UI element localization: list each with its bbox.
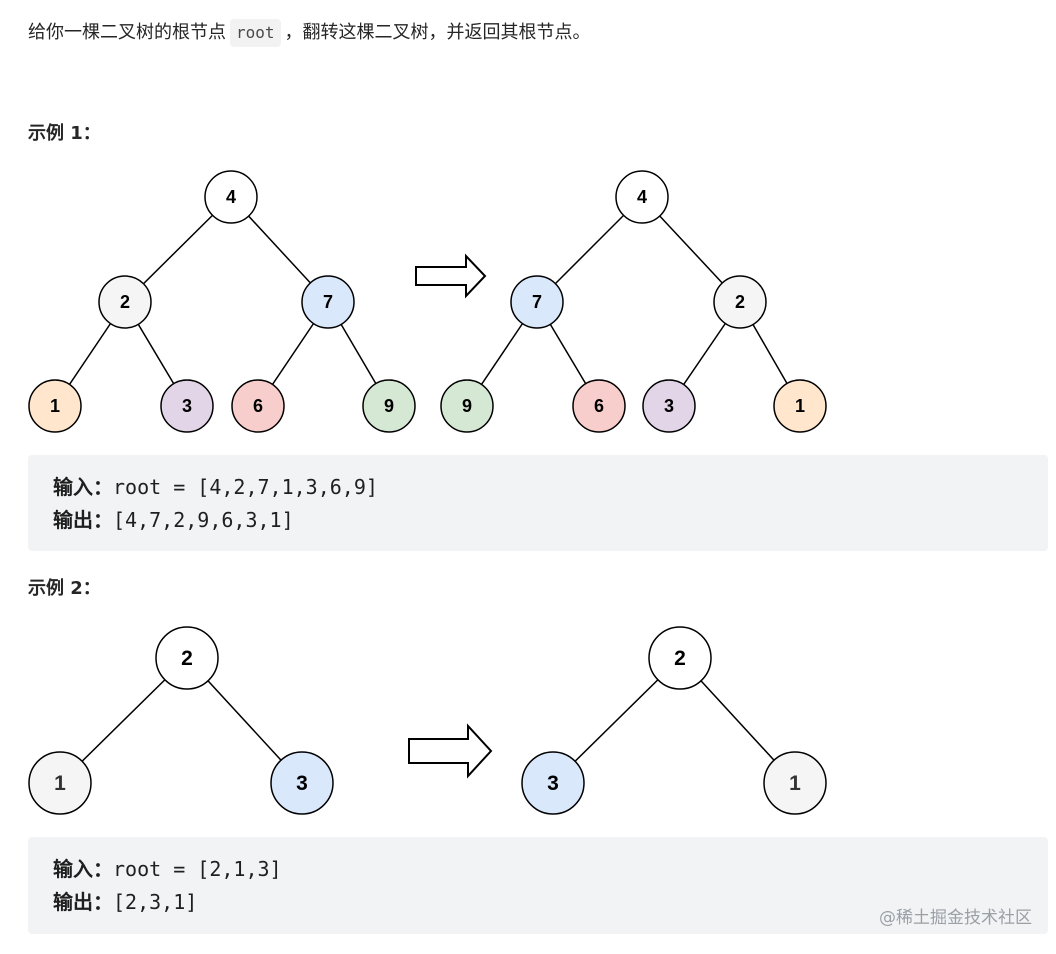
tree-node <box>155 626 219 690</box>
root-code-inline: root <box>230 19 281 47</box>
tree-node <box>521 751 585 815</box>
example-1-diagram: 4 2 7 1 3 6 9 4 7 2 9 6 3 1 <box>28 170 827 433</box>
output-label: 输出： <box>53 508 113 532</box>
tree-node <box>28 379 82 433</box>
tree-node <box>615 170 669 224</box>
node-label: 9 <box>462 396 472 416</box>
example-2-io-block: 输入：root = [2,1,3] 输出：[2,3,1] <box>28 837 1048 934</box>
tree-node <box>648 626 712 690</box>
tree-node <box>362 379 416 433</box>
node-label: 6 <box>594 396 604 416</box>
tree-after-labels: 4 7 2 9 6 3 1 <box>462 187 805 416</box>
tree-node <box>572 379 626 433</box>
input-line: 输入：root = [2,1,3] <box>53 853 1048 886</box>
node-label: 1 <box>789 772 801 795</box>
tree-before-labels: 2 1 3 <box>54 647 308 795</box>
tree-before-labels: 4 2 7 1 3 6 9 <box>50 187 394 416</box>
node-label: 3 <box>664 396 674 416</box>
arrow-right-icon <box>408 723 493 779</box>
node-label: 2 <box>735 292 745 312</box>
node-label: 3 <box>296 772 308 795</box>
node-label: 2 <box>120 292 130 312</box>
node-label: 2 <box>181 647 193 670</box>
tree-node <box>28 751 92 815</box>
arrow-right-icon <box>415 253 487 299</box>
node-label: 7 <box>532 292 542 312</box>
tree-node <box>642 379 696 433</box>
tree-after-nodes <box>440 170 827 433</box>
tree-node <box>231 379 285 433</box>
tree-node <box>713 275 767 329</box>
example-2-title: 示例 2： <box>28 578 101 599</box>
tree-node <box>440 379 494 433</box>
example-1-title: 示例 1： <box>28 123 101 144</box>
node-label: 4 <box>637 187 647 207</box>
tree-node <box>98 275 152 329</box>
input-value: root = [2,1,3] <box>113 857 282 881</box>
node-label: 1 <box>50 396 60 416</box>
tree-node <box>510 275 564 329</box>
node-label: 1 <box>54 772 66 795</box>
tree-node <box>270 751 334 815</box>
node-label: 2 <box>674 647 686 670</box>
output-value: [2,3,1] <box>113 890 198 914</box>
node-label: 3 <box>182 396 192 416</box>
example-1-io-block: 输入：root = [4,2,7,1,3,6,9] 输出：[4,7,2,9,6,… <box>28 455 1048 551</box>
node-label: 6 <box>253 396 263 416</box>
output-value: [4,7,2,9,6,3,1] <box>113 508 294 532</box>
tree-node <box>773 379 827 433</box>
intro-text-before: 给你一棵二叉树的根节点 <box>28 22 226 43</box>
input-line: 输入：root = [4,2,7,1,3,6,9] <box>53 471 1048 504</box>
tree-after-nodes <box>521 626 827 815</box>
tree-node <box>763 751 827 815</box>
output-line: 输出：[2,3,1] <box>53 886 1048 919</box>
example-2-diagram: 2 1 3 2 3 1 <box>28 626 827 815</box>
tree-node <box>301 275 355 329</box>
input-value: root = [4,2,7,1,3,6,9] <box>113 475 378 499</box>
input-label: 输入： <box>53 475 113 499</box>
input-label: 输入： <box>53 857 113 881</box>
tree-before-nodes <box>28 170 416 433</box>
tree-node <box>204 170 258 224</box>
intro-text-after: ，翻转这棵二叉树，并返回其根节点。 <box>284 22 591 43</box>
tree-before-nodes <box>28 626 334 815</box>
tree-after-labels: 2 3 1 <box>547 647 801 795</box>
output-label: 输出： <box>53 890 113 914</box>
node-label: 4 <box>226 187 236 207</box>
node-label: 3 <box>547 772 559 795</box>
output-line: 输出：[4,7,2,9,6,3,1] <box>53 504 1048 537</box>
watermark: @稀土掘金技术社区 <box>879 908 1032 928</box>
node-label: 1 <box>795 396 805 416</box>
node-label: 7 <box>323 292 333 312</box>
tree-node <box>160 379 214 433</box>
node-label: 9 <box>384 396 394 416</box>
